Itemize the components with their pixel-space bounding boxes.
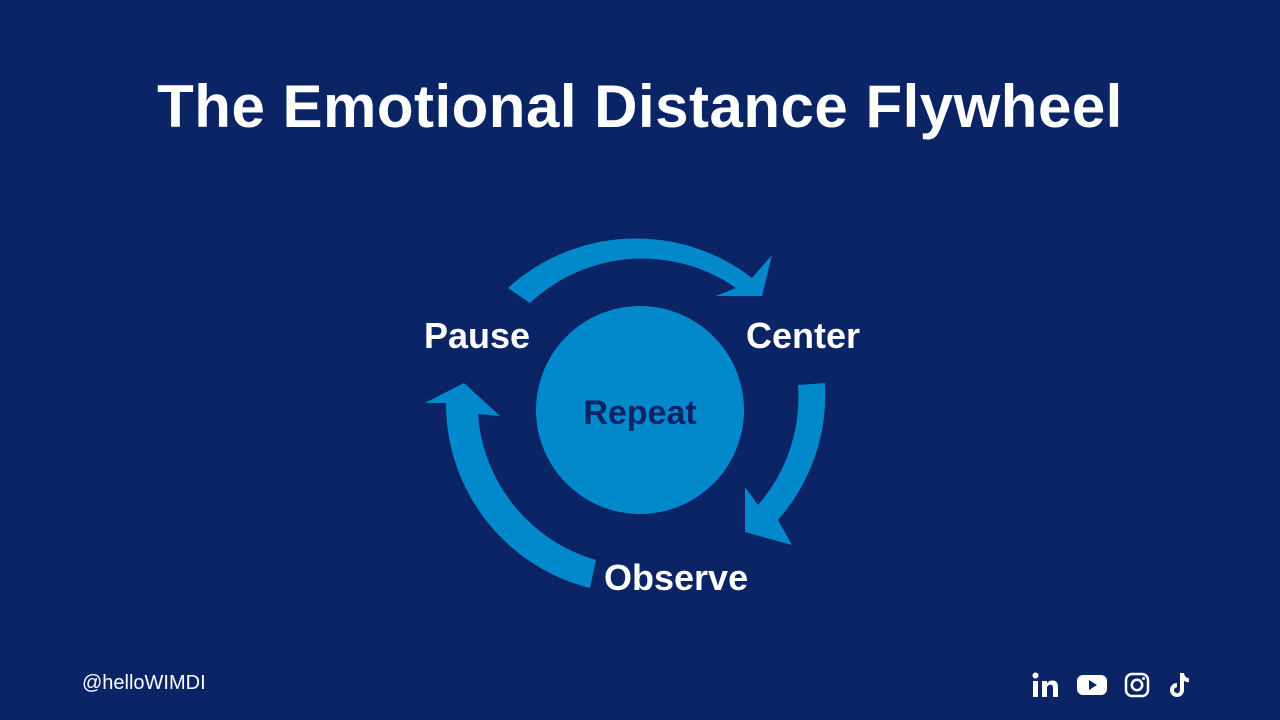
youtube-icon[interactable] [1077,670,1107,700]
instagram-icon[interactable] [1124,670,1150,700]
step-pause: Pause [424,315,531,356]
center-circle [536,306,744,514]
tiktok-icon[interactable] [1168,670,1192,700]
social-handle: @helloWIMDI [82,672,206,694]
center-label: Repeat [583,394,696,432]
page-title: The Emotional Distance Flywheel [157,73,1123,140]
arrow-center-to-observe [745,383,826,545]
step-center: Center [746,315,861,356]
step-observe: Observe [604,557,749,598]
linkedin-icon[interactable] [1032,670,1060,700]
arrow-pause-to-center [508,238,772,303]
arrow-observe-to-pause [425,383,596,588]
